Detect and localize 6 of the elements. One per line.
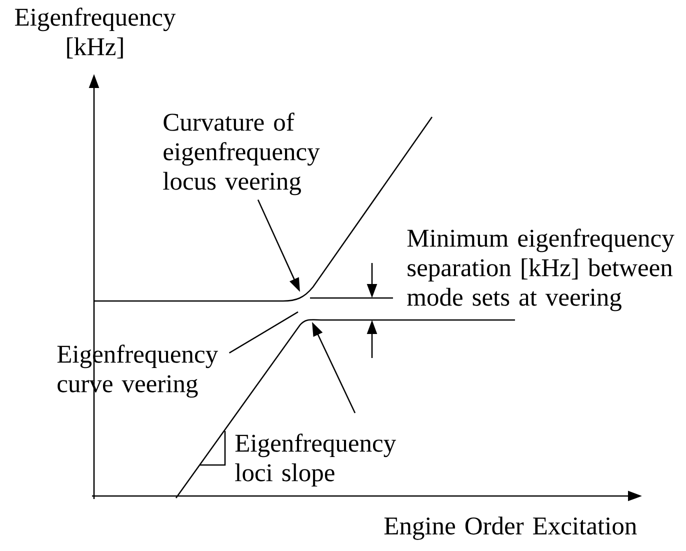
leader-line (228, 311, 298, 354)
axis-label: Eigenfrequency [kHz] (15, 8, 176, 58)
annotation-text: Eigenfrequency loci slope (235, 434, 396, 487)
annotation-text: Minimum eigenfrequency separation [kHz] between mode sets at veering (407, 228, 674, 312)
annotation-text: Curvature of eigenfrequency locus veering (163, 112, 320, 196)
axis-label: Engine Order Excitation (384, 516, 637, 540)
